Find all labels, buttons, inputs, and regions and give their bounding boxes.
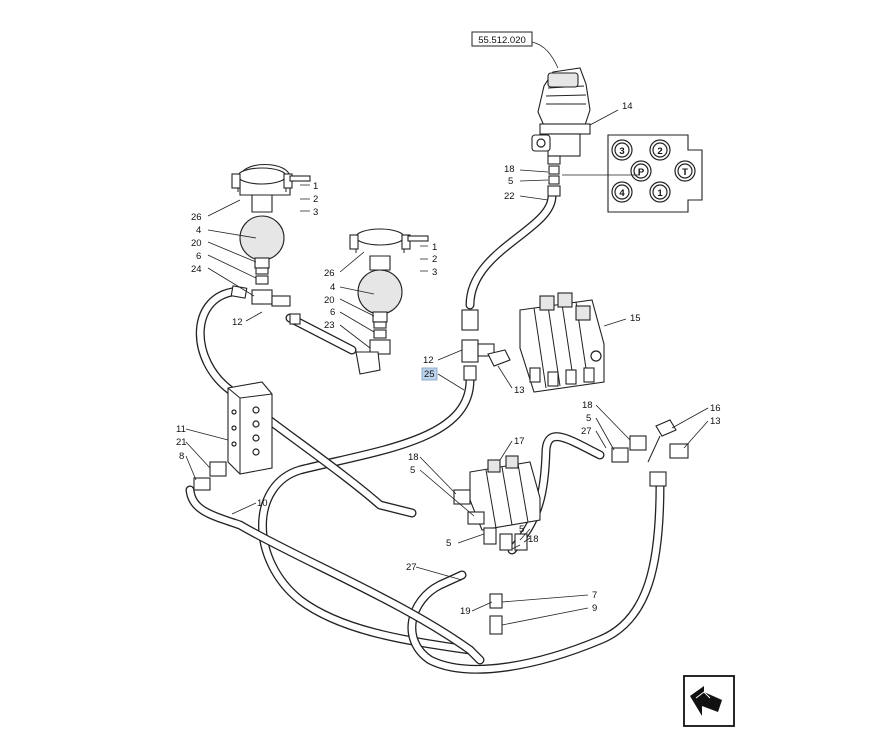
port-block: 3 2 P T 4 1	[607, 134, 703, 213]
label-5-b: 5	[586, 413, 591, 424]
tee-fitting-center	[461, 309, 511, 381]
label-18-b: 18	[582, 400, 593, 411]
port-label-1: 1	[657, 188, 663, 199]
label-5-e: 5	[519, 524, 524, 535]
label-5-d: 5	[446, 538, 451, 549]
label-25: 25	[424, 369, 435, 380]
orientation-arrow-icon	[683, 675, 735, 727]
label-17: 17	[514, 436, 525, 447]
pilot-joystick-part	[531, 67, 591, 197]
label-20-a: 20	[191, 238, 202, 249]
port-label-2: 2	[657, 146, 662, 157]
label-16: 16	[710, 403, 721, 414]
label-19: 19	[460, 606, 471, 617]
label-12-a: 12	[232, 317, 243, 328]
label-13-b: 13	[710, 416, 721, 427]
label-18-d: 18	[528, 534, 539, 545]
leader-lines	[185, 109, 709, 626]
label-4-a: 4	[196, 225, 201, 236]
label-4-b: 4	[330, 282, 335, 293]
label-8: 8	[179, 451, 184, 462]
label-24: 24	[191, 264, 202, 275]
label-1-a: 1	[313, 181, 318, 192]
label-6-a: 6	[196, 251, 201, 262]
main-control-valve	[519, 292, 605, 393]
accumulator-left	[230, 163, 301, 325]
label-7: 7	[592, 590, 597, 601]
label-26-b: 26	[324, 268, 335, 279]
port-label-t: T	[682, 167, 688, 178]
bolts	[289, 175, 429, 242]
port-label-3: 3	[619, 146, 624, 157]
label-18-c: 18	[408, 452, 419, 463]
highlight-box	[421, 367, 438, 381]
label-20-b: 20	[324, 295, 335, 306]
label-22: 22	[504, 191, 515, 202]
reference-box-label: 55.512.020	[478, 35, 526, 46]
label-1-b: 1	[432, 242, 437, 253]
label-27-a: 27	[581, 426, 592, 437]
reference-box: 55.512.020	[471, 31, 559, 69]
label-21: 21	[176, 437, 187, 448]
label-5-c: 5	[410, 465, 415, 476]
label-11: 11	[176, 424, 186, 435]
label-13-a: 13	[514, 385, 525, 396]
label-18-top: 18	[504, 164, 515, 175]
label-2-b: 2	[432, 254, 437, 265]
accumulator-right	[349, 228, 411, 375]
port-label-p: P	[638, 167, 645, 178]
mounting-block	[193, 381, 273, 491]
label-3-b: 3	[432, 267, 437, 278]
label-14: 14	[622, 101, 633, 112]
label-3-a: 3	[313, 207, 318, 218]
label-2-a: 2	[313, 194, 318, 205]
label-5-top: 5	[508, 176, 513, 187]
port-label-4: 4	[619, 188, 625, 199]
label-23: 23	[324, 320, 335, 331]
secondary-valve	[453, 455, 541, 635]
label-6-b: 6	[330, 307, 335, 318]
label-15: 15	[630, 313, 641, 324]
callout-labels: 14 18 5 22 1 2 3 26 4 20 6 24 12 1 2 3 2…	[176, 101, 721, 617]
right-fittings	[611, 419, 689, 487]
label-12-b: 12	[423, 355, 434, 366]
label-10: 10	[257, 498, 268, 509]
label-26-a: 26	[191, 212, 202, 223]
label-9: 9	[592, 603, 597, 614]
label-27-b: 27	[406, 562, 417, 573]
